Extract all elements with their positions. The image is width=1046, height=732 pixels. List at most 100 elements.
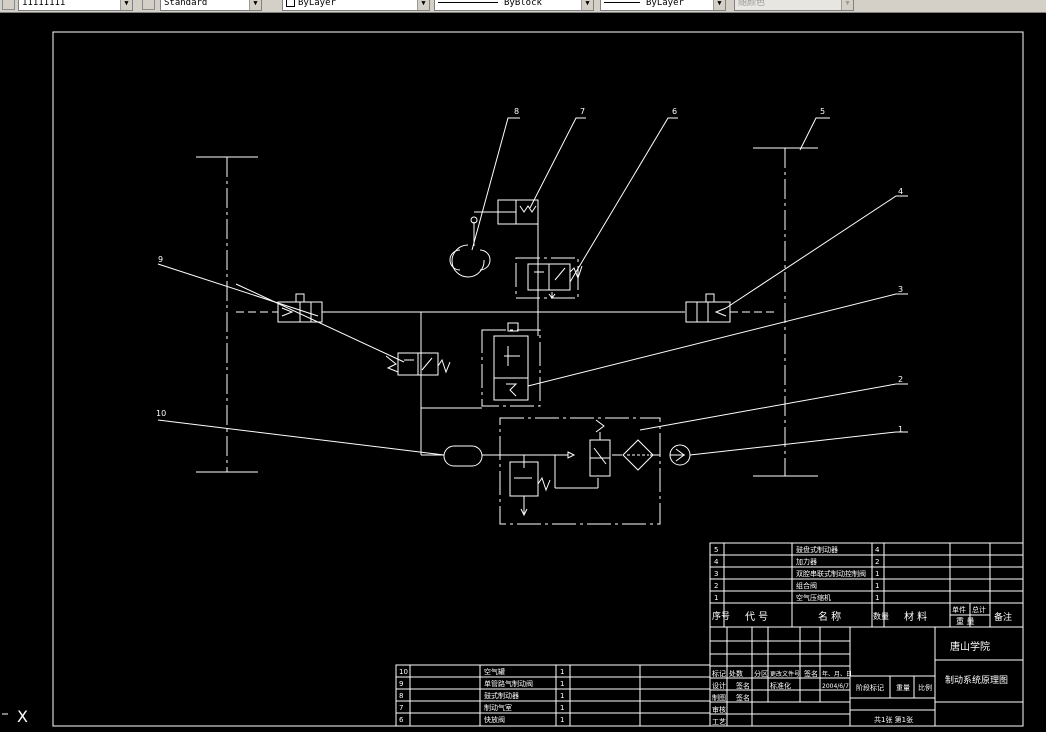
callout-5: 5 (820, 107, 825, 116)
chevron-down-icon[interactable]: ▼ (249, 0, 261, 10)
quick-release-valve-symbol (515, 257, 583, 299)
parts-list-top (709, 542, 1024, 628)
chevron-down-icon[interactable]: ▼ (713, 0, 725, 10)
chevron-down-icon: ▼ (841, 0, 853, 10)
part-5-name: 鼓盘式制动器 (796, 545, 838, 554)
header-remark: 备注 (994, 611, 1012, 623)
tb-drawing-sign: 签名 (736, 693, 750, 702)
header-name: 名 称 (818, 610, 841, 623)
tb-design-sign: 签名 (736, 681, 750, 690)
front-axle-left (196, 156, 258, 473)
part-5-no: 5 (714, 546, 718, 554)
layer-manager-icon[interactable] (2, 0, 15, 10)
part-3-name: 双腔串联式制动控制阀 (796, 569, 866, 578)
part-8-qty: 1 (560, 692, 564, 700)
text-style-icon[interactable] (142, 0, 155, 10)
part-8-no: 8 (399, 692, 403, 700)
combination-valve-symbol (499, 417, 661, 525)
part-7-qty: 1 (560, 704, 564, 712)
brake-booster-left (277, 293, 323, 323)
air-lines (236, 208, 775, 489)
text-style-dropdown[interactable]: Standard ▼ (160, 0, 262, 11)
ucs-icon: X (2, 707, 28, 726)
callout-1: 1 (898, 425, 903, 434)
tb-signature: 签名 (804, 669, 818, 678)
ucs-x-label: X (17, 707, 28, 726)
callout-2: 2 (898, 375, 903, 384)
tb-standardization: 标准化 (770, 681, 791, 690)
callout-labels: 1 2 3 4 5 6 7 8 9 10 (156, 107, 903, 434)
linetype-value: ByBlock (504, 0, 542, 8)
callout-7: 7 (580, 107, 585, 116)
tb-weight: 重量 (896, 684, 910, 692)
part-9-qty: 1 (560, 680, 564, 688)
part-7-name: 制动气室 (484, 703, 512, 712)
tb-process: 工艺 (712, 718, 726, 726)
parts-list-bottom-text: 10 空气罐 1 9 单管路气制动阀 1 8 鼓式制动器 1 7 制动气室 1 … (399, 667, 564, 724)
parts-list-bottom (395, 664, 711, 727)
part-5-qty: 4 (875, 546, 880, 554)
chevron-down-icon[interactable]: ▼ (417, 0, 429, 10)
color-value: ByLayer (298, 0, 336, 8)
parts-list-top-text: 5 鼓盘式制动器 4 4 加力器 2 3 双腔串联式制动控制阀 1 2 组合阀 … (712, 545, 1012, 626)
callout-10: 10 (156, 409, 166, 418)
tb-count: 处数 (729, 669, 743, 678)
drawing-canvas[interactable]: 1 2 3 4 5 6 7 8 9 10 5 鼓盘式制动器 4 4 加力器 2 … (0, 13, 1046, 732)
chevron-down-icon[interactable]: ▼ (581, 0, 593, 10)
lineweight-value: ByLayer (646, 0, 684, 8)
part-6-no: 6 (399, 716, 404, 724)
color-dropdown[interactable]: ByLayer ▼ (282, 0, 430, 11)
tb-std-date: 2004/6/7 (822, 683, 849, 690)
leader-lines (157, 117, 908, 456)
header-total-weight: 总计 (972, 605, 986, 614)
tb-scale: 比例 (918, 683, 932, 692)
text-style-value: Standard (164, 0, 208, 8)
part-4-name: 加力器 (796, 557, 817, 566)
part-6-name: 快放阀 (484, 715, 505, 724)
tb-design: 设计 (712, 681, 726, 690)
callout-6: 6 (672, 107, 677, 116)
part-9-name: 单管路气制动阀 (484, 679, 533, 688)
air-tank-symbol (443, 445, 483, 467)
tb-stage: 阶段标记 (856, 683, 884, 692)
part-1-qty: 1 (875, 594, 879, 602)
plot-style-value: 随颜色 (738, 0, 766, 8)
tb-sheet: 共1张 第1张 (874, 715, 913, 724)
part-3-qty: 1 (875, 570, 879, 578)
drawing-title: 制动系统原理图 (945, 674, 1008, 686)
part-7-no: 7 (399, 704, 403, 712)
callout-9: 9 (158, 255, 163, 264)
brake-booster-right (685, 293, 731, 323)
part-4-no: 4 (714, 558, 719, 566)
part-2-name: 组合阀 (796, 581, 817, 590)
header-weight: 重 量 (956, 616, 975, 626)
part-3-no: 3 (714, 570, 718, 578)
header-unit-weight: 单件 (952, 605, 966, 614)
callout-4: 4 (898, 187, 903, 196)
brake-valve-symbol (481, 322, 541, 407)
linetype-dropdown[interactable]: ByBlock ▼ (434, 0, 594, 11)
part-10-qty: 1 (560, 668, 564, 676)
callout-8: 8 (514, 107, 519, 116)
lineweight-dropdown[interactable]: ByLayer ▼ (600, 0, 726, 11)
drum-brake-symbol (449, 222, 491, 278)
part-6-qty: 1 (560, 716, 564, 724)
single-line-brake-valve-symbol (385, 352, 451, 376)
part-2-qty: 1 (875, 582, 879, 590)
layer-dropdown[interactable]: 11111111▼ (18, 0, 133, 11)
header-no: 序号 (712, 610, 730, 622)
callout-3: 3 (898, 285, 903, 294)
part-10-name: 空气罐 (484, 667, 505, 676)
tb-change-doc: 更改文件号 (770, 670, 800, 678)
tb-review: 审核 (712, 705, 726, 714)
part-2-no: 2 (714, 582, 718, 590)
color-swatch-icon (286, 0, 295, 7)
header-qty: 数量 (873, 611, 889, 621)
lineweight-sample-icon (604, 2, 640, 3)
linetype-sample-icon (438, 2, 498, 3)
title-block-text: 唐山学院 制动系统原理图 标记 处数 分区 更改文件号 签名 年、月、日 设计 … (712, 640, 1008, 726)
chevron-down-icon[interactable]: ▼ (120, 0, 132, 10)
plot-style-dropdown: 随颜色 ▼ (734, 0, 854, 11)
school-name: 唐山学院 (950, 640, 990, 653)
part-8-name: 鼓式制动器 (484, 691, 519, 700)
